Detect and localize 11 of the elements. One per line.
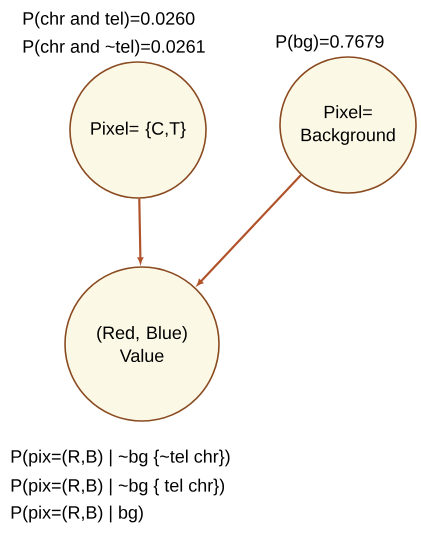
probability-label: P(chr and tel)=0.0260 [24, 12, 194, 28]
arrow [138, 198, 144, 264]
probability-label: P(pix=(R,B) | bg) [12, 506, 143, 522]
circle-node: Pixel= {C,T} [69, 61, 207, 199]
circle-node: Pixel= Background [279, 56, 417, 194]
probability-label: P(pix=(R,B) | ~bg { tel chr}) [12, 478, 224, 496]
probability-label: P(bg)=0.7679 [276, 34, 384, 52]
probability-label: P(chr and ~tel)=0.0261 [24, 40, 205, 56]
circle-node: (Red, Blue) Value [64, 266, 220, 422]
probability-label: P(pix=(R,B) | ~bg {~tel chr}) [12, 450, 230, 466]
arrow [196, 174, 302, 286]
